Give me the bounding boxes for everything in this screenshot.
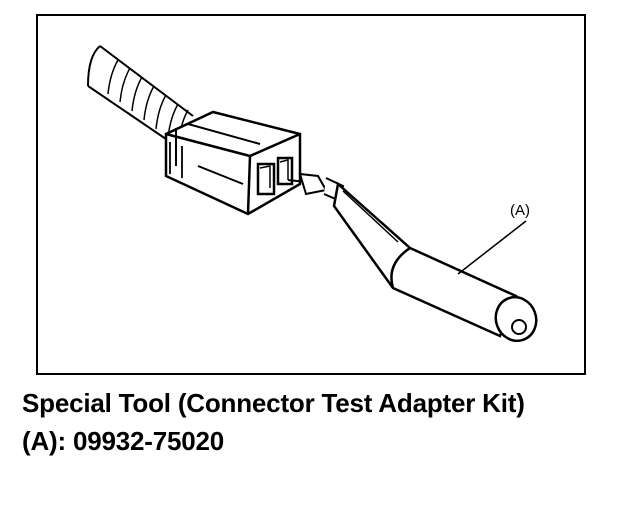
connector-test-adapter-illustration [87, 45, 538, 343]
callout-leader-line [457, 220, 527, 275]
connector-housing-drawing [164, 110, 302, 216]
caption-title: Special Tool (Connector Test Adapter Kit… [22, 388, 525, 418]
adapter-tool-drawing [332, 181, 538, 343]
callout-label-a: (A) [510, 202, 530, 219]
caption-part-number: (A): 09932-75020 [22, 426, 225, 456]
illustration-frame: (A) [36, 14, 586, 375]
